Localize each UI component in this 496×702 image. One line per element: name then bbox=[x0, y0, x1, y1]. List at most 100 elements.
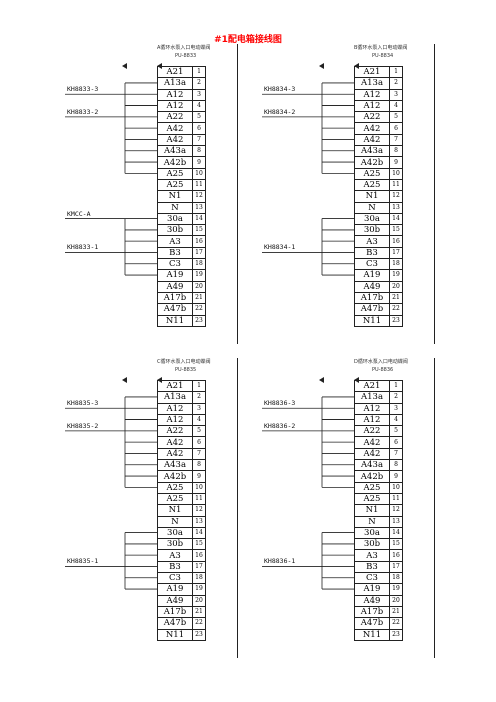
device-name: A循环水泵入口电动蝶阀 bbox=[157, 45, 211, 51]
wiring-diagram bbox=[262, 63, 359, 276]
terminal-number: 12 bbox=[192, 190, 206, 203]
terminal-number: 22 bbox=[389, 617, 403, 630]
terminal-box-border bbox=[157, 44, 238, 344]
terminal-number: 13 bbox=[192, 201, 206, 214]
cable-label-3: KH8834-3 bbox=[264, 85, 296, 94]
arrow-icon bbox=[157, 377, 162, 383]
cable-label-2: KH8834-2 bbox=[264, 107, 296, 116]
cable-label-3: KH8833-3 bbox=[67, 85, 99, 94]
terminal-name: N11 bbox=[354, 314, 390, 327]
panel-header: C循环水泵入口电动蝶阀 PU-8835 bbox=[157, 358, 237, 380]
wiring-diagram bbox=[65, 377, 162, 590]
terminal-number: 2 bbox=[192, 391, 206, 404]
terminal-number: 16 bbox=[192, 235, 206, 248]
device-name: D循环水泵入口电动蝶阀 bbox=[354, 359, 408, 365]
cable-label-1: KH8833-1 bbox=[67, 243, 99, 252]
arrow-icon bbox=[354, 377, 359, 383]
cable-label-1: KH8836-1 bbox=[264, 557, 296, 566]
terminal-number: 23 bbox=[389, 314, 403, 327]
terminal-number: 22 bbox=[192, 617, 206, 630]
panel-header: D循环水泵入口电动蝶阀 PU-8836 bbox=[354, 358, 434, 380]
terminal-number: 7 bbox=[192, 133, 206, 147]
terminal-number: 1 bbox=[192, 379, 206, 393]
terminal-box-border bbox=[157, 358, 238, 658]
cable-label-a: KMCC-A bbox=[67, 209, 91, 218]
terminal-number: 23 bbox=[389, 628, 403, 641]
terminal-number: 8 bbox=[389, 459, 403, 472]
terminal-number: 20 bbox=[192, 594, 206, 607]
wiring-diagram bbox=[262, 377, 359, 590]
arrow-icon bbox=[354, 63, 359, 69]
device-code: PU-8835 bbox=[175, 367, 197, 373]
device-name: C循环水泵入口电动蝶阀 bbox=[157, 359, 211, 365]
arrow-icon bbox=[319, 63, 324, 69]
terminal-number: 15 bbox=[389, 538, 403, 551]
terminal-number: 23 bbox=[192, 314, 206, 327]
arrow-icon bbox=[319, 377, 324, 383]
terminal-box-border bbox=[354, 44, 435, 344]
device-code: PU-8834 bbox=[372, 53, 394, 59]
terminal-box-border bbox=[354, 358, 435, 658]
device-name: B循环水泵入口电动蝶阀 bbox=[354, 45, 408, 51]
terminal-number: 10 bbox=[389, 481, 403, 494]
cable-label-1: KH8835-1 bbox=[67, 557, 99, 566]
cable-label-2: KH8836-2 bbox=[264, 421, 296, 430]
terminal-number: 22 bbox=[192, 303, 206, 316]
cable-label-1: KH8834-1 bbox=[264, 243, 296, 252]
terminal-number: 23 bbox=[192, 628, 206, 641]
wiring-diagram bbox=[65, 63, 162, 276]
arrow-icon bbox=[122, 377, 127, 383]
cable-label-2: KH8835-2 bbox=[67, 421, 99, 430]
device-code: PU-8836 bbox=[372, 367, 394, 373]
cable-label-3: KH8836-3 bbox=[264, 399, 296, 408]
arrow-icon bbox=[157, 63, 162, 69]
